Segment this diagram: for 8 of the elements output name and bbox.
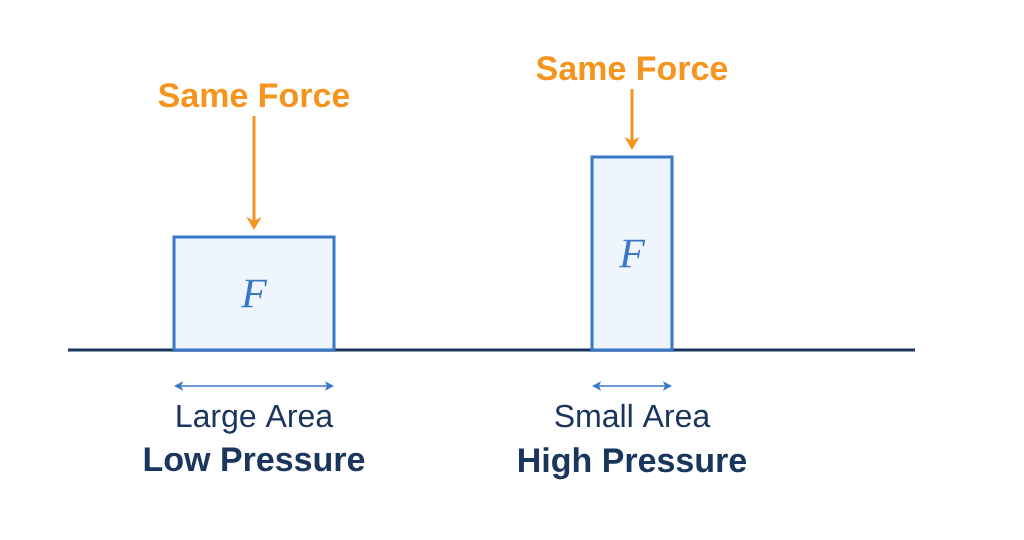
pressure-label: High Pressure: [519, 447, 747, 480]
pressure-label: Low Pressure: [144, 447, 365, 472]
force-label: Same Force: [158, 83, 350, 108]
force-label: Same Force: [536, 56, 728, 81]
area-label: Large Area: [177, 405, 334, 434]
block: F: [590, 155, 674, 352]
area-label: Small Area: [555, 403, 711, 428]
block: F: [172, 235, 336, 352]
